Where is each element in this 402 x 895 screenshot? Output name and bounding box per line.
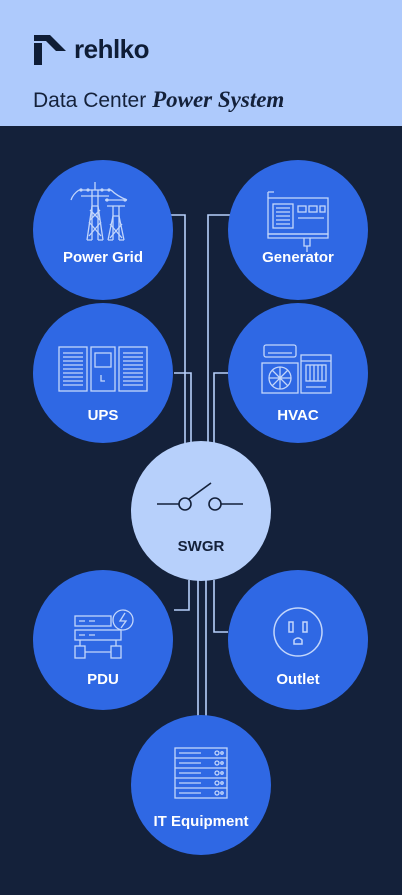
node-label-pdu: PDU xyxy=(87,671,119,688)
server-rack-icon xyxy=(174,747,228,799)
wire-generator xyxy=(207,214,230,445)
wire-outlet xyxy=(213,580,228,633)
wire-power-grid xyxy=(171,214,186,445)
node-label-ups: UPS xyxy=(87,407,119,424)
brand-name: rehlko xyxy=(74,34,150,64)
wire-pdu xyxy=(174,580,190,611)
wire-hvac xyxy=(213,372,228,445)
outlet-icon xyxy=(273,607,323,657)
node-label-outlet: Outlet xyxy=(276,671,320,688)
node-label-it-equipment: IT Equipment xyxy=(153,813,249,830)
node-label-generator: Generator xyxy=(262,249,334,266)
node-power-grid: Power Grid xyxy=(33,160,173,300)
switch-icon xyxy=(157,482,243,511)
node-outlet: Outlet xyxy=(228,570,368,710)
node-it-equipment: IT Equipment xyxy=(131,715,271,855)
title-emphasis: Power System xyxy=(152,87,285,112)
node-swgr: SWGR xyxy=(131,441,271,581)
node-pdu: PDU xyxy=(33,570,173,710)
rehlko-mark-icon xyxy=(34,35,66,65)
page-title: Data Center Power System xyxy=(33,86,284,115)
node-generator: Generator xyxy=(228,160,368,300)
node-ups: UPS xyxy=(33,303,173,443)
header-banner: rehlko Data Center Power System xyxy=(0,0,402,126)
wire-ups xyxy=(174,372,192,445)
hvac-unit-icon xyxy=(261,344,332,394)
generator-icon xyxy=(267,191,329,252)
pdu-icon xyxy=(74,609,134,659)
title-prefix: Data Center xyxy=(33,89,147,112)
node-label-hvac: HVAC xyxy=(277,407,319,424)
node-hvac: HVAC xyxy=(228,303,368,443)
node-label-swgr: SWGR xyxy=(177,538,225,555)
ups-cabinet-icon xyxy=(58,346,148,392)
node-label-power-grid: Power Grid xyxy=(62,249,144,266)
transmission-tower-icon xyxy=(70,182,128,241)
